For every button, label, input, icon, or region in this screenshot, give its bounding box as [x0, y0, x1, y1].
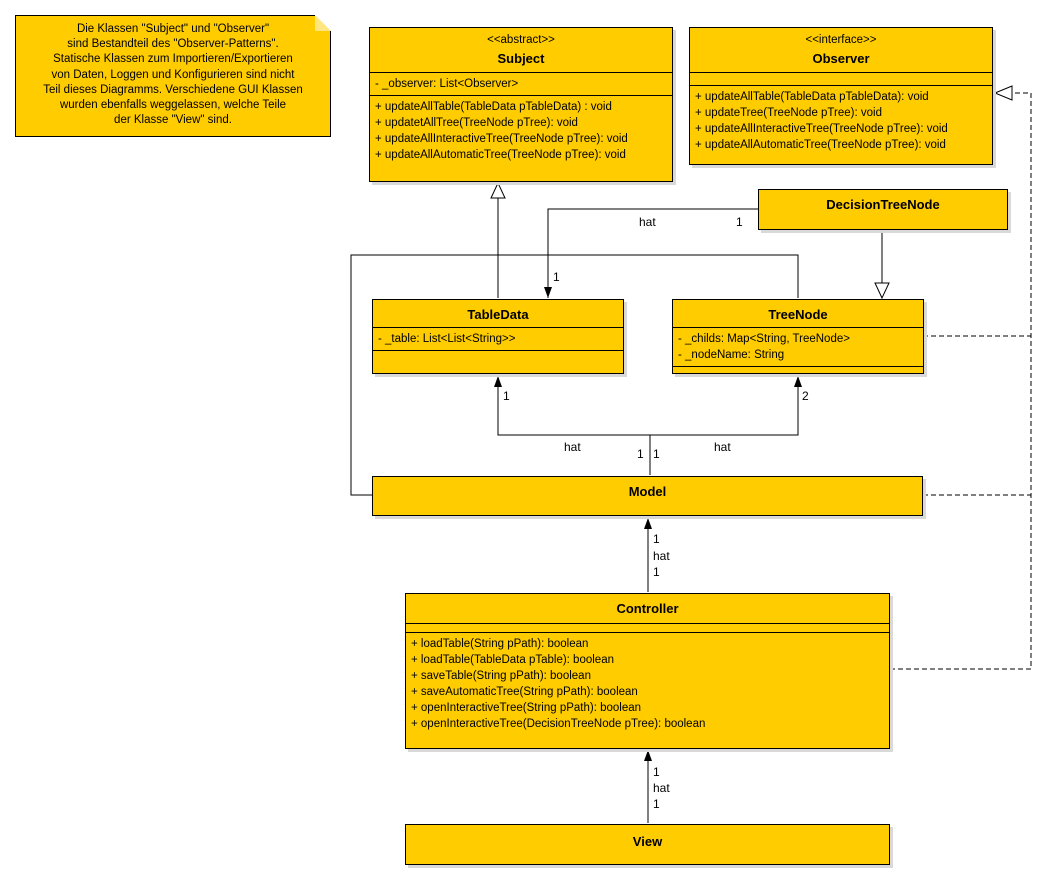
- tabledata-attributes: - _table: List<List<String>>: [373, 328, 623, 350]
- note-text: Die Klassen "Subject" und "Observer" sin…: [22, 22, 324, 128]
- subject-stereotype: <<abstract>>: [487, 34, 555, 46]
- observer-method: + updateAllTable(TableData pTableData): …: [695, 91, 929, 103]
- controller-method: + saveAutomaticTree(String pPath): boole…: [411, 686, 638, 698]
- controller-method: + openInteractiveTree(DecisionTreeNode p…: [411, 718, 706, 730]
- tabledata-attribute: - _table: List<List<String>>: [378, 333, 516, 345]
- note-line: Statische Klassen zum Importieren/Export…: [53, 53, 293, 66]
- note-line: der Klasse "View" sind.: [114, 114, 232, 127]
- label-ctrl-model-mult-dst: 1: [653, 532, 660, 546]
- subject-method: + updateAllInteractiveTree(TreeNode pTre…: [375, 133, 628, 145]
- treenode-attribute: - _childs: Map<String, TreeNode>: [678, 333, 850, 345]
- note-fold-corner: [315, 15, 331, 31]
- observer-stereotype: <<interface>>: [805, 34, 877, 46]
- diagram-note: Die Klassen "Subject" und "Observer" sin…: [15, 15, 331, 137]
- controller-methods: + loadTable(String pPath): boolean + loa…: [406, 633, 889, 735]
- observer-method: + updateTree(TreeNode pTree): void: [695, 107, 882, 119]
- label-model-tree-hat: hat: [714, 440, 731, 454]
- treenode-name: TreeNode: [768, 307, 828, 322]
- label-model-table-mult-dst: 1: [503, 389, 510, 403]
- label-view-ctrl-hat: hat: [653, 781, 670, 795]
- controller-name: Controller: [616, 601, 679, 616]
- label-dtn-mult-src: 1: [736, 215, 743, 229]
- label-model-tree-mult-dst: 2: [802, 389, 809, 403]
- association-model-tabledata: [497, 376, 651, 475]
- class-decisiontreenode: DecisionTreeNode: [758, 189, 1008, 230]
- association-decisiontreenode-tabledata: [547, 208, 758, 298]
- realization-arrowhead-observer: [993, 85, 1013, 101]
- association-arrowhead-controller-model: [644, 518, 652, 529]
- label-model-tree-mult-src: 1: [653, 447, 660, 461]
- label-view-ctrl-mult-dst: 1: [653, 765, 660, 779]
- generalization-arrowhead-treenode: [874, 282, 890, 300]
- note-line: Die Klassen "Subject" und "Observer": [76, 23, 270, 35]
- label-dtn-hat: hat: [639, 215, 656, 229]
- association-arrowhead-model-tabledata: [494, 376, 502, 387]
- view-name: View: [632, 834, 663, 849]
- generalization-arrowhead-subject: [490, 181, 506, 199]
- label-ctrl-model-mult-src: 1: [653, 565, 660, 579]
- class-observer: <<interface>> Observer + updateAllTable(…: [689, 27, 993, 165]
- class-subject: <<abstract>> Subject - _observer: List<O…: [369, 27, 673, 182]
- association-arrowhead-model-treenode: [794, 376, 802, 387]
- treenode-attribute: - _nodeName: String: [678, 349, 785, 361]
- subject-method: + updateAllTable(TableData pTableData) :…: [375, 101, 612, 113]
- treenode-attributes: - _childs: Map<String, TreeNode> - _node…: [673, 328, 923, 366]
- subject-methods: + updateAllTable(TableData pTableData) :…: [370, 96, 672, 166]
- observer-method: + updateAllInteractiveTree(TreeNode pTre…: [695, 123, 948, 135]
- controller-method: + loadTable(String pPath): boolean: [411, 638, 589, 650]
- association-arrowhead-view-controller: [644, 750, 652, 761]
- label-view-ctrl-mult-src: 1: [653, 797, 660, 811]
- note-line: sind Bestandteil des "Observer-Patterns"…: [67, 38, 279, 51]
- association-model-treenode: [650, 376, 799, 436]
- observer-name: Observer: [812, 51, 870, 66]
- note-line: von Daten, Loggen und Konfigurieren sind…: [51, 68, 295, 81]
- class-model: Model: [372, 476, 923, 516]
- association-arrowhead-tabledata: [544, 287, 552, 298]
- note-line: wurden ebenfalls weggelassen, welche Tei…: [59, 99, 287, 112]
- label-model-table-hat: hat: [564, 440, 581, 454]
- class-tabledata: TableData - _table: List<List<String>>: [372, 299, 624, 374]
- controller-method: + openInteractiveTree(String pPath): boo…: [411, 702, 642, 714]
- class-view: View: [405, 824, 890, 865]
- subject-name: Subject: [497, 51, 545, 66]
- generalization-treenode-subject: [498, 254, 799, 298]
- tabledata-name: TableData: [467, 307, 529, 322]
- class-controller: Controller + loadTable(String pPath): bo…: [405, 593, 890, 749]
- label-ctrl-model-hat: hat: [653, 549, 670, 563]
- subject-attribute: - _observer: List<Observer>: [375, 78, 519, 90]
- controller-method: + loadTable(TableData pTable): boolean: [411, 654, 614, 666]
- class-treenode: TreeNode - _childs: Map<String, TreeNode…: [672, 299, 924, 374]
- observer-method: + updateAllAutomaticTree(TreeNode pTree)…: [695, 139, 946, 151]
- generalization-model-subject: [350, 254, 498, 496]
- label-dtn-mult-dst: 1: [553, 270, 560, 284]
- decisiontreenode-name: DecisionTreeNode: [826, 197, 940, 212]
- observer-methods: + updateAllTable(TableData pTableData): …: [690, 86, 992, 156]
- controller-method: + saveTable(String pPath): boolean: [411, 670, 591, 682]
- note-line: Teil dieses Diagramms. Verschiedene GUI …: [43, 83, 303, 96]
- subject-method: + updateAllAutomaticTree(TreeNode pTree)…: [375, 149, 626, 161]
- subject-method: + updatetAllTree(TreeNode pTree): void: [375, 117, 578, 129]
- subject-attributes: - _observer: List<Observer>: [370, 73, 672, 95]
- model-name: Model: [628, 484, 667, 499]
- label-model-table-mult-src: 1: [637, 447, 644, 461]
- realization-controller-observer: [890, 92, 1032, 670]
